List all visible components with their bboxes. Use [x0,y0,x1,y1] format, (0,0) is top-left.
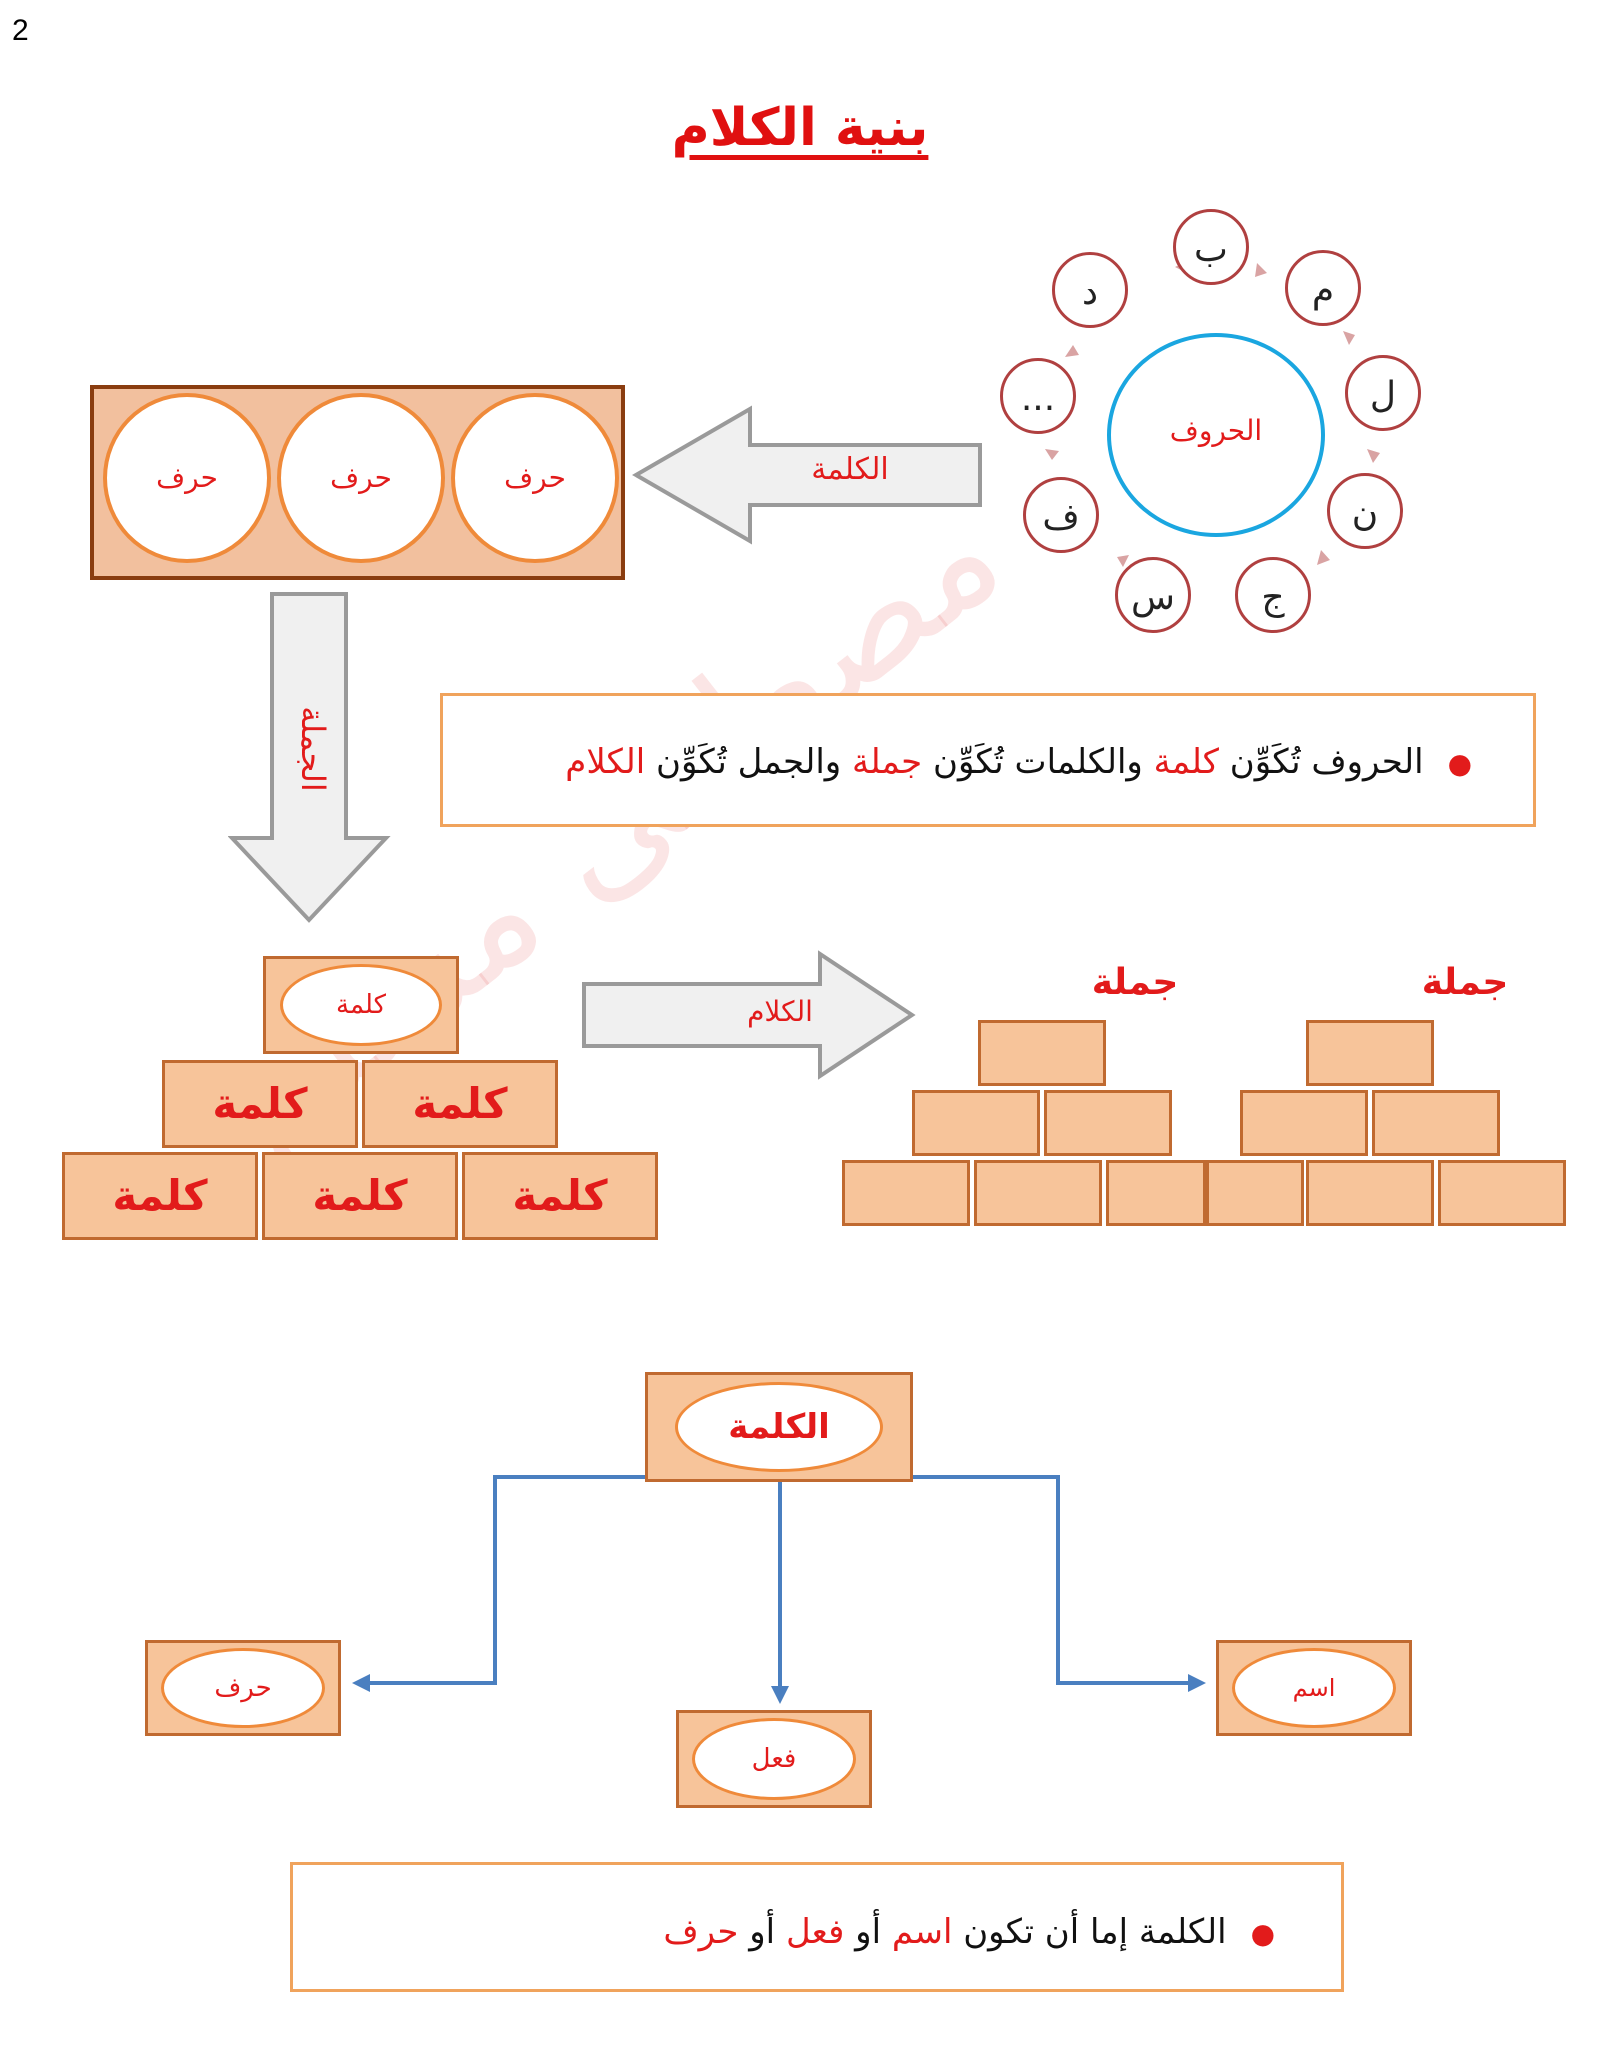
letters-cycle: الحروف ب م ل ن ج س ف ... د [995,205,1445,650]
letter-circle: ... [1000,358,1076,434]
note-2-keyword: اسم [891,1912,953,1952]
letters-center-label: الحروف [1169,414,1263,447]
arrow-to-word-label: الكلمة [811,452,889,487]
pyramid-brick: كلمة [362,1060,558,1148]
letter-circle: د [1052,252,1128,328]
pyramid-brick: كلمة [62,1152,258,1240]
page-number: 2 [12,14,29,47]
bullet-icon: ● [1250,1917,1275,1950]
bullet-icon: ● [1447,747,1472,780]
wall-brick [978,1020,1106,1086]
wall-brick [1372,1090,1500,1156]
letters-center-circle: الحروف [1107,333,1325,537]
pyramid-brick: كلمة [462,1152,658,1240]
note-2-part: أو [738,1912,786,1952]
arrow-to-speech-label: الكلام [747,995,813,1028]
wall-brick [974,1160,1102,1226]
pyramid-brick: كلمة [262,1152,458,1240]
page-title: بنية الكلام [671,98,929,158]
wall-brick [1306,1020,1434,1086]
note-1-part: والكلمات تُكَوِّن [922,742,1154,782]
wall-brick [1240,1090,1368,1156]
tree-right-oval: اسم [1232,1648,1396,1728]
tree-connectors [352,1475,1206,1704]
note-2-part: أو [844,1912,892,1952]
note-box-1 [440,693,1536,827]
note-1-part: والجمل تُكَوِّن [645,742,852,782]
note-1-keyword: كلمة [1153,742,1219,782]
letter-circle: ن [1327,473,1403,549]
letter-circle: ب [1173,209,1249,285]
note-1-part: الحروف تُكَوِّن [1218,742,1424,782]
note-1-keyword: الكلام [565,742,646,782]
note-2-keyword: حرف [663,1912,739,1952]
letter-circle: ف [1023,477,1099,553]
tree-left-oval: حرف [161,1648,325,1728]
tree-middle-oval: فعل [692,1718,856,1800]
letter-circle: س [1115,557,1191,633]
harf-circle: حرف [103,393,271,563]
harf-circle: حرف [451,393,619,563]
note-2-text: ● الكلمة إما أن تكون اسم أو فعل أو حرف [663,1912,1275,1952]
wall-brick [1106,1160,1206,1226]
wall-brick [1438,1160,1566,1226]
wall-brick [912,1090,1040,1156]
letter-circle: م [1285,250,1361,326]
arrow-to-speech [582,950,916,1080]
letter-circle: ج [1235,557,1311,633]
note-1-keyword: جملة [852,742,923,782]
pyramid-top-oval: كلمة [280,964,442,1046]
sentence-label: جملة [1091,962,1179,1003]
letter-circle: ل [1345,355,1421,431]
wall-brick [842,1160,970,1226]
wall-brick [1044,1090,1172,1156]
wall-brick [1306,1160,1434,1226]
arrow-to-sentence [228,592,391,923]
wall-brick [1206,1160,1304,1226]
note-box-2 [290,1862,1344,1992]
arrow-to-sentence-label: الجملة [294,706,332,792]
note-2-keyword: فعل [785,1912,845,1952]
arrow-to-word [632,405,982,545]
tree-root-oval: الكلمة [675,1382,883,1472]
harf-circle: حرف [277,393,445,563]
note-1-text: ●الحروف تُكَوِّن كلمة والكلمات تُكَوِّن … [565,742,1472,782]
sentence-label: جملة [1421,962,1509,1003]
pyramid-brick: كلمة [162,1060,358,1148]
note-2-part: الكلمة إما أن تكون [952,1912,1227,1952]
